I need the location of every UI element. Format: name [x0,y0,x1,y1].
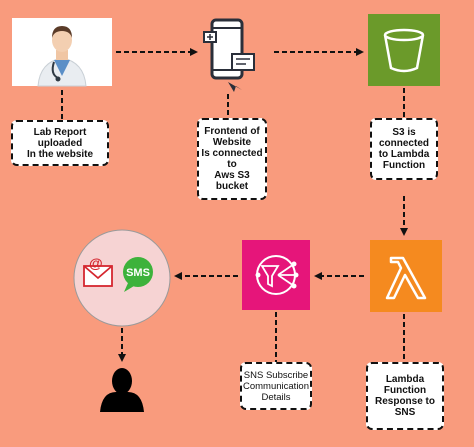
sms-icon-text: SMS [126,267,150,279]
label-frontend-line: bucket [215,181,249,192]
label-frontend-line: Frontend of [204,126,260,137]
label-s3-line: connected [378,138,429,149]
label-lambda-line: Lambda [385,374,425,385]
label-frontend: Frontend of Website Is connected to Aws … [197,118,267,200]
label-s3-line: to Lambda [378,149,430,160]
label-s3-line: S3 is [392,127,416,138]
email-at-symbol: @ [89,255,103,271]
website-icon [203,18,255,92]
label-lambda-line: SNS [394,407,416,418]
user-icon [100,368,144,412]
label-lab-report-line: In the website [26,148,94,160]
label-lab-report: Lab Report uploaded In the website [11,120,109,166]
label-sns-line: Communication [243,380,309,392]
label-lab-report-line: uploaded [37,137,83,149]
label-s3: S3 is connected to Lambda Function [370,118,438,180]
label-frontend-line: Is connected [201,148,263,159]
label-frontend-line: Website [212,137,252,148]
sms-icon: SMS [123,257,153,292]
label-lab-report-line: Lab Report [33,126,87,138]
notification-group: @ SMS [73,229,171,327]
sns-icon [242,240,310,310]
label-sns-line: Details [261,391,291,403]
label-lambda-line: Function [383,385,427,396]
doctor-icon [12,18,112,87]
label-sns-line: SNS Subscribe [243,369,309,381]
email-icon: @ [83,255,113,287]
label-lambda: Lambda Function Response to SNS [366,362,444,430]
label-sns: SNS Subscribe Communication Details [240,362,312,410]
label-frontend-line: Aws S3 [214,170,250,181]
lambda-icon [370,240,442,312]
label-lambda-line: Response to [374,396,435,407]
label-frontend-line: to [227,159,237,170]
label-s3-line: Function [382,160,426,171]
s3-bucket-icon [368,14,440,86]
